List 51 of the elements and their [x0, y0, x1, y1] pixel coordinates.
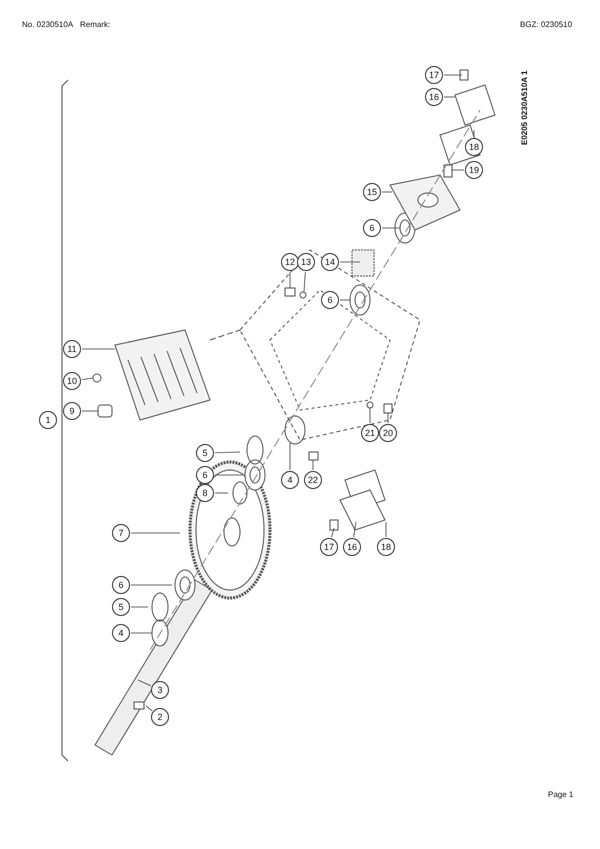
- callout-number: 20: [379, 424, 397, 442]
- leader-line: [130, 584, 172, 586]
- leader-line: [214, 474, 244, 476]
- callout-number: 11: [63, 340, 81, 358]
- callout-number: 13: [297, 253, 315, 271]
- callout-number: 21: [361, 424, 379, 442]
- callout-number: 19: [465, 161, 483, 179]
- callout-number: 5: [112, 598, 130, 616]
- callout-number: 14: [321, 253, 339, 271]
- callout-number: 18: [377, 538, 395, 556]
- callout-number: 6: [363, 219, 381, 237]
- callout-number: 6: [112, 576, 130, 594]
- callout-number: 6: [196, 466, 214, 484]
- remark-label: Remark:: [80, 20, 110, 29]
- leader-line: [214, 452, 240, 454]
- callout-number: 4: [112, 624, 130, 642]
- callout-number: 15: [363, 183, 381, 201]
- leader-line: [130, 632, 152, 634]
- leader-line: [312, 460, 314, 470]
- leader-line: [82, 348, 116, 350]
- callout-number: 9: [63, 402, 81, 420]
- leader-line: [444, 74, 462, 76]
- leader-line: [130, 606, 148, 608]
- callout-number: 5: [196, 444, 214, 462]
- document-number: No. 0230510A: [22, 20, 74, 29]
- leader-line: [304, 272, 306, 292]
- callout-number: 17: [320, 538, 338, 556]
- bgz-number: BGZ: 0230510: [520, 20, 572, 29]
- leader-line: [331, 528, 334, 538]
- callout-number: 4: [281, 471, 299, 489]
- leader-line: [353, 522, 356, 538]
- callout-number: 3: [151, 681, 169, 699]
- callout-number: 16: [425, 88, 443, 106]
- leader-line: [214, 492, 228, 494]
- callout-number: 10: [63, 372, 81, 390]
- callout-number: 2: [151, 708, 169, 726]
- callout-number: 1: [39, 411, 57, 429]
- leader-line: [130, 532, 180, 534]
- page-number: Page 1: [548, 790, 574, 799]
- leader-line: [146, 706, 153, 712]
- leader-line: [82, 378, 94, 380]
- callout-number: 17: [425, 66, 443, 84]
- leader-line: [82, 410, 98, 412]
- leader-line: [444, 96, 456, 98]
- callout-number: 7: [112, 524, 130, 542]
- drawing-code: E0205 0230A510A 1: [520, 70, 529, 145]
- callout-number: 12: [281, 253, 299, 271]
- callout-number: 22: [304, 471, 322, 489]
- callout-number: 6: [321, 291, 339, 309]
- leader-line: [138, 680, 152, 686]
- callout-number: 16: [343, 538, 361, 556]
